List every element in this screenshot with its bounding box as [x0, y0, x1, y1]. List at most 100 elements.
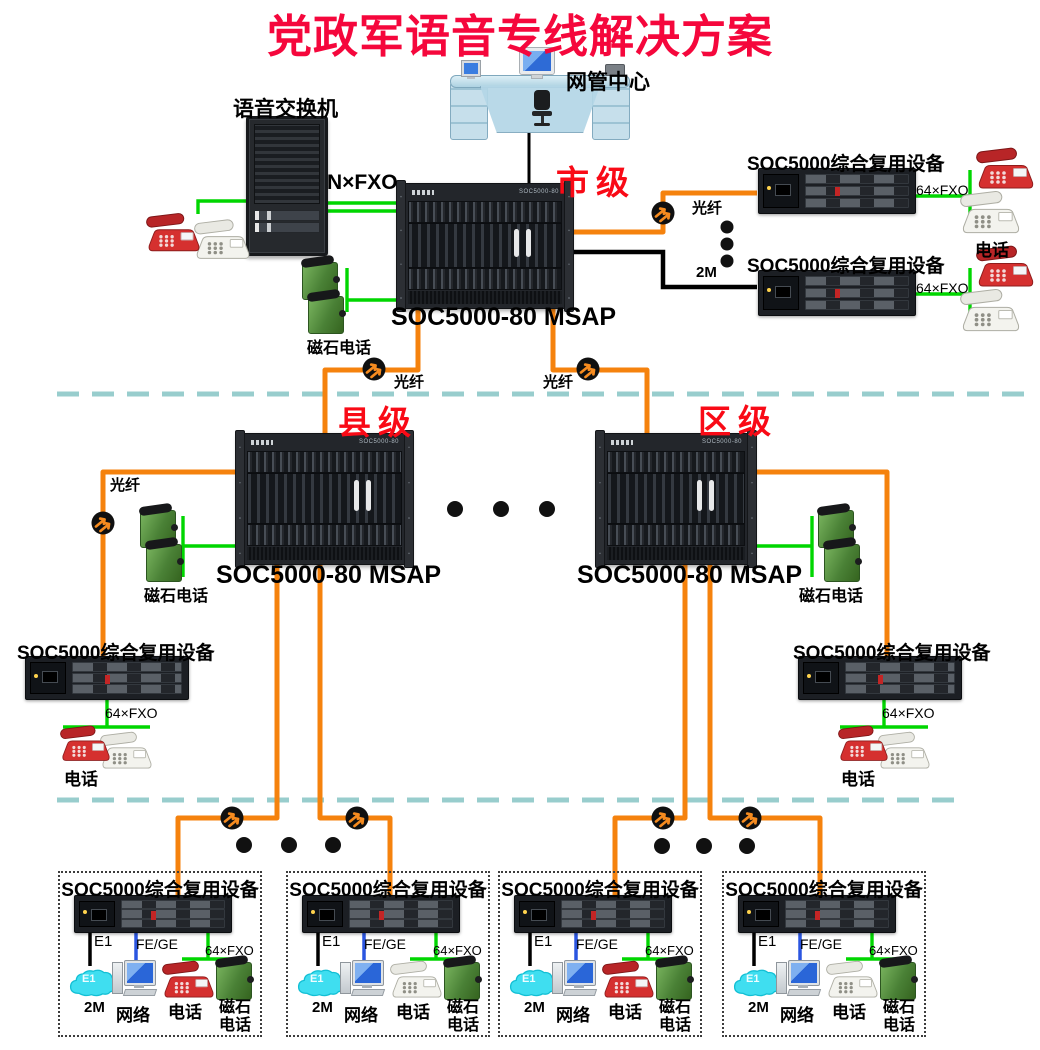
mux-device: [798, 656, 962, 700]
fiber-coupler-icon: [650, 805, 676, 831]
fxo64-label: 64×FXO: [105, 705, 158, 721]
mux-device: [758, 168, 916, 214]
voice-switch-label: 语音交换机: [233, 98, 338, 121]
e1-cloud-icon: E1: [68, 966, 120, 1000]
ellipsis-dots: [236, 220, 755, 854]
phone-label: 电话: [168, 1003, 202, 1022]
nms-desk-icon: [450, 47, 630, 140]
fiber-coupler-icon: [344, 805, 370, 831]
mux-title: SOC5000综合复用设备: [501, 880, 699, 901]
msap-district-label: SOC5000-80 MSAP: [577, 561, 803, 589]
phone-label: 电话: [64, 770, 98, 789]
fiber-coupler-icon: [219, 805, 245, 831]
msap-city-device: SOC5000-80: [396, 180, 574, 312]
white-phone-icon: [390, 959, 444, 1001]
mux-device: [74, 895, 232, 933]
magneto-phone-icon: [656, 962, 694, 1000]
red-phone-icon: [838, 724, 890, 764]
2m-label: 2M: [524, 999, 545, 1016]
workstation-icon: [461, 60, 481, 79]
cloud-e1-text: E1: [522, 973, 536, 985]
separator-dashed-lines: [57, 391, 1037, 803]
fege-label: FE/GE: [364, 936, 407, 952]
desk-cabinet: [450, 82, 488, 140]
fiber-coupler-icon: [650, 200, 676, 226]
e1-cloud-icon: E1: [732, 966, 784, 1000]
network-computer-icon: [112, 960, 158, 1000]
magneto-phone-icon: [146, 544, 184, 582]
fxo64-label: 64×FXO: [433, 943, 482, 958]
magneto-label: 磁石电话: [218, 999, 251, 1034]
fxo64-label: 64×FXO: [205, 943, 254, 958]
fiber-label: 光纤: [110, 477, 141, 494]
access-node-box: SOC5000综合复用设备 E1 FE/GE 64×FXO E1 2M 网络 电…: [58, 871, 262, 1037]
access-node-box: SOC5000综合复用设备 E1 FE/GE 64×FXO E1 2M 网络 电…: [722, 871, 926, 1037]
magneto-label: 磁石电话: [446, 999, 479, 1034]
white-phone-icon: [960, 190, 1022, 236]
fiber-label: 光纤: [394, 374, 425, 391]
e1-label: E1: [534, 933, 553, 950]
county-level-label: 县级: [338, 404, 418, 441]
mux-device: [25, 656, 189, 700]
mux-device: [514, 895, 672, 933]
district-level-label: 区级: [698, 403, 778, 440]
mux-title: SOC5000综合复用设备: [17, 643, 215, 664]
magneto-phone-icon: [216, 962, 254, 1000]
msap-county-device: SOC5000-80: [235, 430, 414, 568]
cloud-e1-text: E1: [82, 973, 96, 985]
2m-label: 2M: [84, 999, 105, 1016]
network-label: 网络: [780, 1006, 814, 1025]
fege-label: FE/GE: [576, 936, 619, 952]
network-label: 网络: [556, 1006, 590, 1025]
phone-pair: [146, 206, 256, 264]
phone-label: 电话: [396, 1003, 430, 1022]
fxo64-label: 64×FXO: [916, 182, 969, 198]
red-phone-icon: [162, 959, 216, 1001]
fege-label: FE/GE: [136, 936, 179, 952]
phone-label: 电话: [975, 241, 1009, 260]
msap-district-device: SOC5000-80: [595, 430, 757, 568]
msap-city-label: SOC5000-80 MSAP: [391, 303, 617, 331]
magneto-label: 磁石电话: [307, 340, 372, 357]
device-plate-text: SOC5000-80: [358, 439, 399, 445]
magneto-phone-icon: [824, 544, 862, 582]
mux-device: [738, 895, 896, 933]
fiber-coupler-icon: [737, 805, 763, 831]
fxo64-label: 64×FXO: [869, 943, 918, 958]
mux-title: SOC5000综合复用设备: [289, 880, 487, 901]
red-phone-icon: [602, 959, 656, 1001]
cloud-e1-text: E1: [310, 973, 324, 985]
magneto-phone-icon: [444, 962, 482, 1000]
e1-cloud-icon: E1: [508, 966, 560, 1000]
network-label: 网络: [344, 1006, 378, 1025]
device-brand-icon: [611, 440, 633, 445]
city-level-label: 市级: [556, 164, 636, 201]
black-e1-lines: [88, 133, 757, 966]
phone-label: 电话: [832, 1003, 866, 1022]
mux-title: SOC5000综合复用设备: [793, 643, 991, 664]
device-plate-text: SOC5000-80: [518, 189, 559, 195]
e1-cloud-icon: E1: [296, 966, 348, 1000]
nfxo-label: N×FXO: [327, 171, 398, 194]
desk-cabinet: [592, 82, 630, 140]
cloud-e1-text: E1: [746, 973, 760, 985]
white-phone-icon: [194, 218, 252, 262]
white-phone-icon: [960, 288, 1022, 334]
access-node-box: SOC5000综合复用设备 E1 FE/GE 64×FXO E1 2M 网络 电…: [498, 871, 702, 1037]
mux-device: [302, 895, 460, 933]
network-computer-icon: [552, 960, 598, 1000]
red-phone-icon: [146, 212, 202, 254]
e1-label: E1: [322, 933, 341, 950]
blue-fege-lines: [134, 928, 802, 961]
voice-switch-rack-icon: [246, 116, 328, 256]
network-computer-icon: [340, 960, 386, 1000]
device-brand-icon: [412, 190, 434, 195]
fiber-coupler-icon: [361, 356, 387, 382]
fxo64-label: 64×FXO: [645, 943, 694, 958]
mux-title: SOC5000综合复用设备: [747, 256, 945, 277]
chair-icon: [532, 90, 552, 126]
monitor-icon: [519, 47, 555, 79]
phone-label: 电话: [608, 1003, 642, 1022]
magneto-phone-icon: [880, 962, 918, 1000]
